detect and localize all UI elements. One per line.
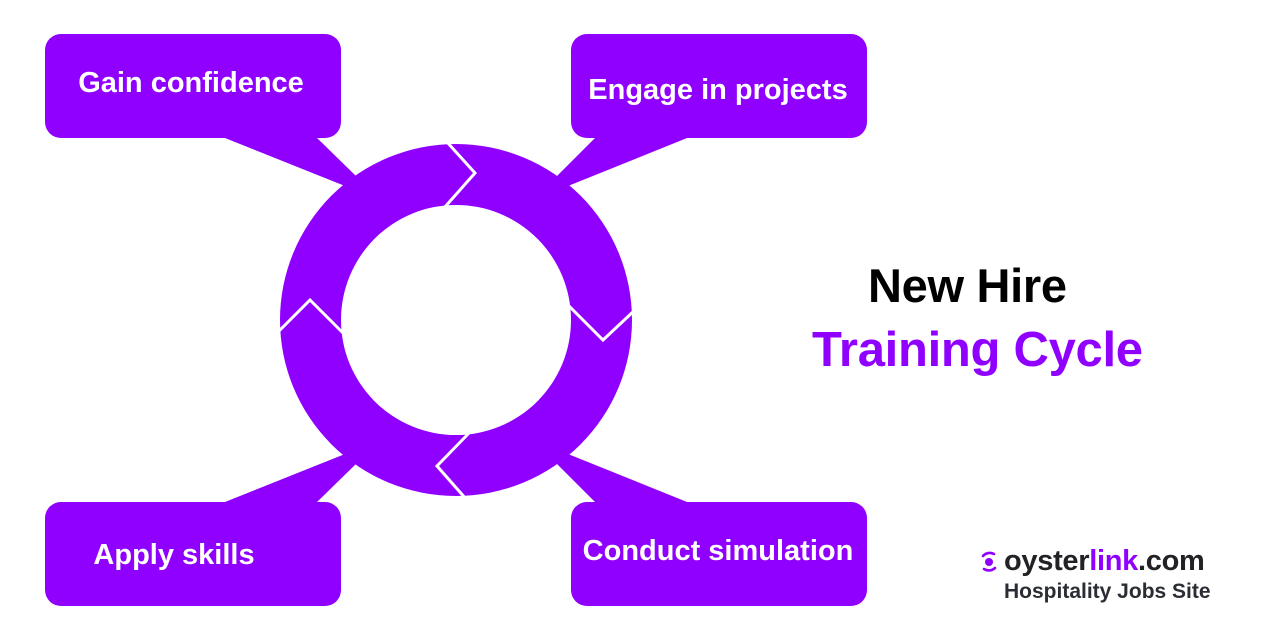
callout-label: Engage in projects: [588, 74, 847, 106]
arrow-chevron-top: [442, 139, 478, 209]
callout-engage-in-projects: Engage in projects: [555, 34, 867, 186]
logo-word-link: link: [1089, 544, 1139, 577]
ring-body: [280, 144, 632, 496]
callout-label: Apply skills: [93, 539, 254, 571]
cycle-ring: [275, 139, 637, 500]
title-line-1: New Hire: [868, 259, 1067, 312]
callout-gain-confidence: Gain confidence: [45, 34, 358, 186]
arrow-chevron-bottom: [434, 430, 472, 500]
callout-tail: [220, 136, 358, 186]
arrow-chevron-left: [275, 297, 346, 336]
title-line-2: Training Cycle: [812, 323, 1143, 377]
callout-tail: [555, 136, 692, 186]
callout-box: [45, 34, 341, 138]
callout-tail: [220, 454, 358, 504]
logo-wordmark-row: oysterlink.com: [980, 544, 1240, 578]
oysterlink-logo: oysterlink.com Hospitality Jobs Site: [980, 544, 1240, 614]
callout-tail: [555, 454, 692, 504]
callout-box: [45, 502, 341, 606]
logo-wordmark: oysterlink.com: [1004, 545, 1205, 578]
logo-tagline: Hospitality Jobs Site: [1004, 580, 1211, 603]
logo-word-oyster: oyster: [1004, 544, 1090, 577]
callout-label: Gain confidence: [78, 67, 304, 99]
callout-box: [571, 34, 867, 138]
signal-dot-icon: [981, 551, 997, 572]
arrow-chevron-right: [567, 304, 637, 343]
logo-word-domain: .com: [1138, 544, 1205, 577]
callout-box: [571, 502, 867, 606]
callout-label: Conduct simulation: [583, 535, 854, 567]
callout-conduct-simulation: Conduct simulation: [555, 454, 867, 606]
callout-apply-skills: Apply skills: [45, 454, 358, 606]
